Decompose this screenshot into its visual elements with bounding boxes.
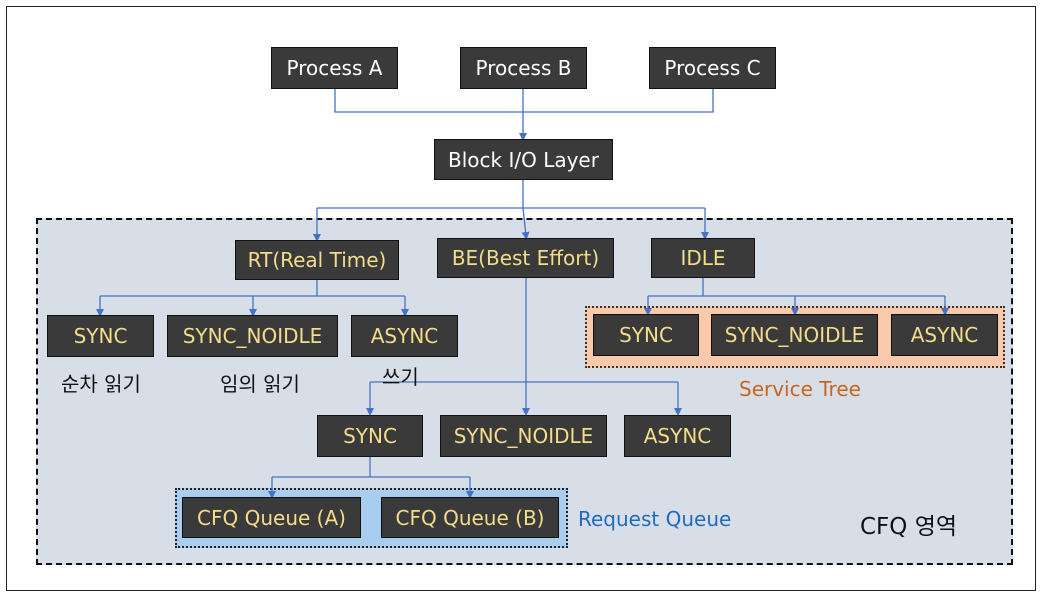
cfq-queue-b-label: CFQ Queue (B) [395,505,545,530]
be-async-label: ASYNC [643,424,712,448]
service-tree-label: Service Tree [739,377,861,401]
idle-async-label: ASYNC [910,323,979,347]
be-sync-noidle-box: SYNC_NOIDLE [440,415,607,457]
be-class-box: BE(Best Effort) [437,238,614,278]
be-class-label: BE(Best Effort) [451,246,600,270]
block-io-layer-box: Block I/O Layer [434,139,613,180]
idle-sync-noidle-label: SYNC_NOIDLE [724,323,865,347]
be-sync-box: SYNC [317,415,423,457]
be-sync-noidle-label: SYNC_NOIDLE [453,424,594,448]
process-a-label: Process A [286,56,383,80]
caption-random-read: 임의 읽기 [220,372,300,396]
process-c-box: Process C [649,47,776,89]
process-a-box: Process A [271,47,398,89]
cfq-queue-a-label: CFQ Queue (A) [197,505,346,530]
diagram-frame [6,6,1036,591]
connector-to-be [521,207,530,240]
rt-sync-label: SYNC [73,324,128,348]
rt-async-label: ASYNC [370,324,439,348]
cfq-area-label: CFQ 영역 [860,514,958,540]
idle-class-label: IDLE [680,246,726,270]
rt-class-box: RT(Real Time) [235,240,399,280]
rt-sync-noidle-box: SYNC_NOIDLE [167,315,338,357]
caption-write: 쓰기 [382,365,419,389]
block-io-layer-label: Block I/O Layer [448,147,599,172]
process-b-box: Process B [460,47,587,89]
rt-class-label: RT(Real Time) [247,248,387,272]
request-queue-label: Request Queue [578,507,732,531]
rt-async-box: ASYNC [351,315,458,357]
rt-sync-box: SYNC [47,315,154,357]
connector-processes-to-block-layer [334,89,714,113]
process-c-label: Process C [664,56,761,80]
idle-sync-noidle-box: SYNC_NOIDLE [711,314,878,356]
be-async-box: ASYNC [624,415,731,457]
idle-class-box: IDLE [651,238,755,278]
caption-sequential-read: 순차 읽기 [61,372,141,396]
cfq-queue-b-box: CFQ Queue (B) [381,497,559,538]
idle-async-box: ASYNC [891,314,998,356]
idle-sync-box: SYNC [593,314,699,356]
idle-sync-label: SYNC [619,323,673,347]
be-sync-label: SYNC [343,424,397,448]
cfq-queue-a-box: CFQ Queue (A) [182,497,361,538]
rt-sync-noidle-label: SYNC_NOIDLE [182,324,323,348]
process-b-label: Process B [475,56,572,80]
